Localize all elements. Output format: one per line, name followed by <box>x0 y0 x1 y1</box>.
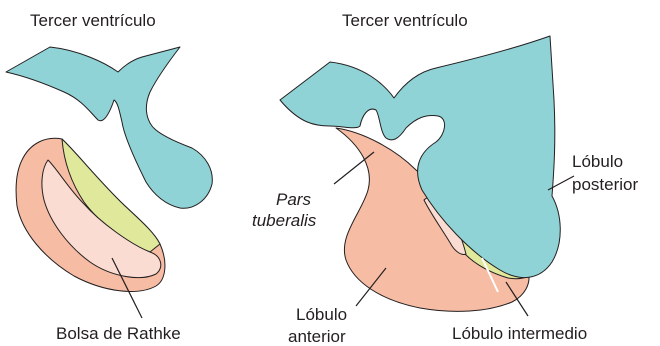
rathke-pouch-label: Bolsa de Rathke <box>56 324 181 343</box>
anterior-lobe-label-line2: anterior <box>288 327 346 346</box>
right-title-label: Tercer ventrículo <box>342 11 468 30</box>
pars-tuberalis-label-line1: Pars <box>276 190 311 209</box>
early-stage-panel <box>6 47 212 318</box>
anterior-lobe-label-line1: Lóbulo <box>296 305 347 324</box>
left-title-label: Tercer ventrículo <box>30 11 156 30</box>
pars-tuberalis-label-line2: tuberalis <box>252 211 317 230</box>
intermediate-lobe-label: Lóbulo intermedio <box>452 324 587 343</box>
posterior-lobe-label-line2: posterior <box>572 175 638 194</box>
later-stage-panel <box>280 36 574 316</box>
posterior-lobe-label-line1: Lóbulo <box>572 152 623 171</box>
